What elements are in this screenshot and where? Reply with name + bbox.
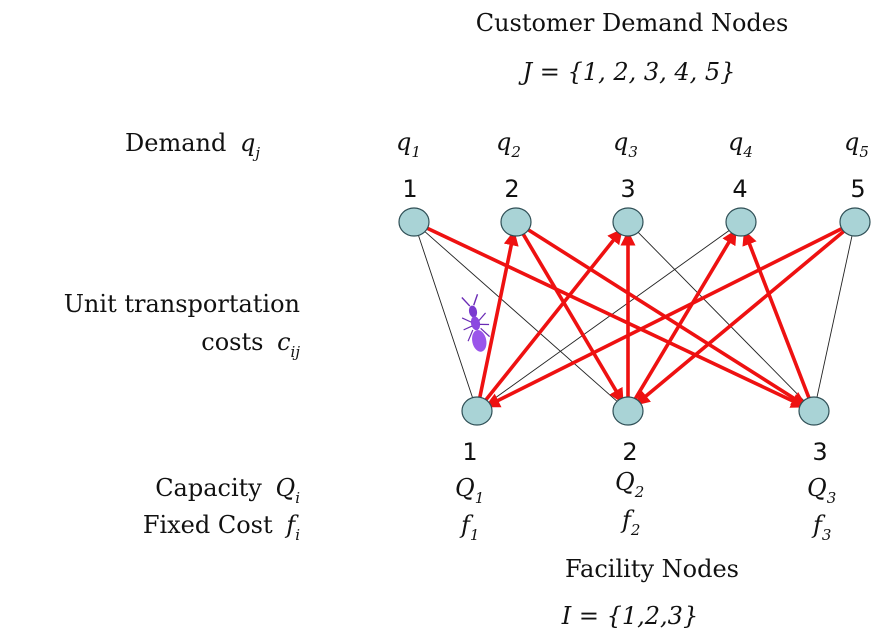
assignment-arrow — [477, 230, 519, 402]
facility-node[interactable] — [461, 396, 493, 426]
transport-label-text: costs — [201, 328, 263, 356]
red-edges — [422, 224, 849, 409]
facility-cost-var: f1 — [459, 511, 479, 544]
capacity-label-text: Capacity — [155, 474, 262, 502]
capacity-label-var: Q — [276, 474, 296, 502]
cost-edge — [636, 230, 806, 403]
ant-icon — [461, 293, 491, 352]
demand-label-text: Demand — [125, 129, 226, 157]
facility-node-id: 2 — [622, 438, 637, 466]
facility-node-id: 3 — [812, 438, 827, 466]
customer-node-id: 5 — [850, 175, 865, 203]
customer-demand-var: q2 — [496, 128, 521, 161]
facility-capacity-var: Q1 — [455, 474, 484, 507]
customer-node-ids: 1 2 3 4 5 — [402, 175, 865, 203]
facility-set-label: I = {1,2,3} — [561, 602, 698, 630]
cost-edge — [422, 229, 620, 404]
customer-set-label: J = {1, 2, 3, 4, 5} — [518, 58, 736, 86]
capacity-label-sub: i — [295, 489, 300, 507]
facility-capacity-var: Q3 — [807, 474, 836, 507]
demand-label: Demand qj — [125, 129, 260, 162]
fixed-cost-label: Fixed Cost fi — [143, 511, 300, 544]
transport-label-line1: Unit transportation — [64, 290, 300, 318]
assignment-arrow — [634, 227, 849, 406]
assignment-arrow — [481, 228, 624, 405]
facility-node-id: 1 — [462, 438, 477, 466]
customer-demand-var: q5 — [844, 128, 869, 161]
facility-cost-var: f2 — [620, 506, 640, 539]
customer-demand-var: q4 — [728, 128, 753, 161]
customer-node-id: 3 — [620, 175, 635, 203]
customer-demand-var: q1 — [396, 128, 421, 161]
fixed-cost-label-text: Fixed Cost — [143, 511, 273, 539]
customer-node[interactable] — [500, 207, 532, 237]
assignment-arrow — [742, 229, 813, 403]
customer-nodes-title: Customer Demand Nodes — [476, 9, 789, 37]
assignment-arrow — [422, 224, 807, 409]
customer-node[interactable] — [839, 207, 871, 237]
fixed-cost-label-sub: i — [295, 526, 300, 544]
transport-label-var: c — [277, 328, 290, 356]
demand-label-sub: j — [252, 144, 260, 162]
customer-node-id: 2 — [504, 175, 519, 203]
customer-node[interactable] — [398, 207, 430, 237]
customer-demand-var: q3 — [613, 128, 638, 161]
customer-demand-vars: q1 q2 q3 q4 q5 — [396, 128, 869, 161]
facility-nodes-title: Facility Nodes — [565, 555, 739, 583]
assignment-arrow — [484, 224, 847, 409]
customer-node-id: 4 — [732, 175, 747, 203]
customer-node[interactable] — [612, 207, 644, 237]
transport-label-sub: ij — [291, 343, 301, 361]
assignment-arrow — [519, 229, 625, 404]
cost-edge — [486, 228, 732, 405]
facility-capacity-var: Q2 — [615, 468, 644, 501]
capacity-label: Capacity Qi — [155, 474, 300, 507]
assignment-arrow — [631, 229, 738, 404]
customer-nodes — [398, 207, 871, 237]
cost-edge — [417, 233, 474, 400]
facility-nodes — [461, 396, 830, 426]
facility-cost-var: f3 — [811, 511, 831, 544]
facility-node[interactable] — [612, 396, 644, 426]
facility-cost-vars: f1 f2 f3 — [459, 506, 831, 544]
transport-label-line2: costs cij — [201, 328, 300, 361]
facility-node-ids: 1 2 3 — [462, 438, 827, 466]
customer-node-id: 1 — [402, 175, 417, 203]
facility-node[interactable] — [798, 396, 830, 426]
facility-capacity-vars: Q1 Q2 Q3 — [455, 468, 836, 507]
customer-node[interactable] — [725, 207, 757, 237]
demand-label-var: q — [240, 129, 255, 157]
cost-edge — [816, 233, 853, 400]
